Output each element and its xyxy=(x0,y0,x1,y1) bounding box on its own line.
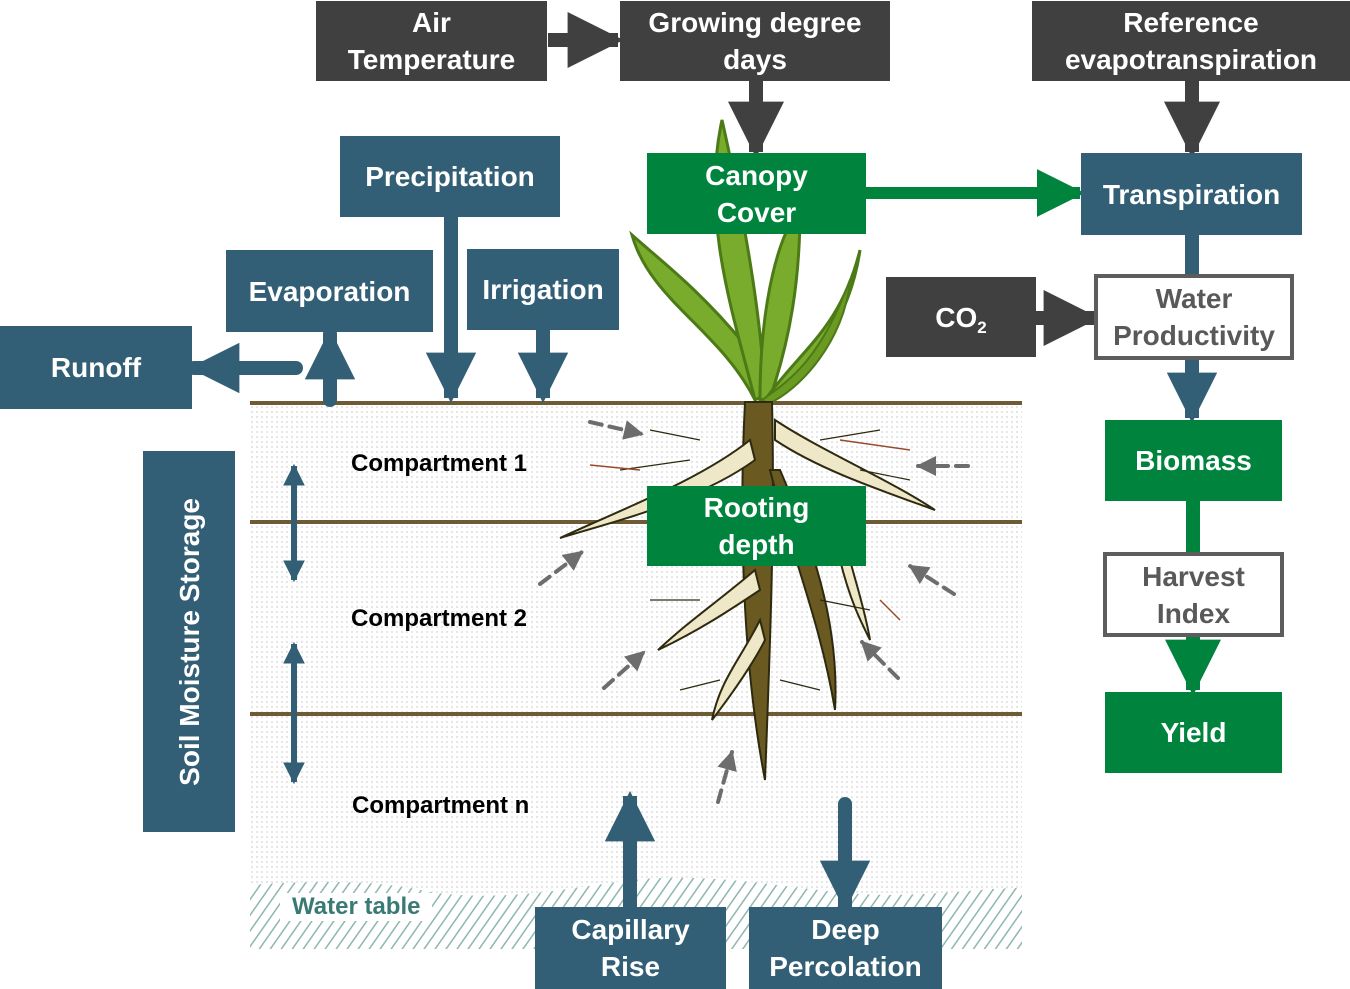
transpiration-box: Transpiration xyxy=(1081,153,1302,235)
co2-subscript: 2 xyxy=(977,317,987,337)
uptake-arrow xyxy=(602,650,646,690)
uptake-arrow xyxy=(860,640,900,680)
deep-percolation-box: Deep Percolation xyxy=(749,907,942,989)
water-table-label: Water table xyxy=(280,893,433,921)
uptake-arrow xyxy=(588,420,644,440)
soil-moisture-storage-label: Soil Moisture Storage xyxy=(173,497,205,786)
water-productivity-box: Water Productivity xyxy=(1094,274,1294,360)
precipitation-box: Precipitation xyxy=(340,136,560,217)
yield-box: Yield xyxy=(1105,692,1282,773)
capillary-rise-box: Capillary Rise xyxy=(535,907,726,989)
soil-moisture-storage-box: Soil Moisture Storage xyxy=(143,451,235,832)
uptake-arrow xyxy=(716,750,737,804)
runoff-box: Runoff xyxy=(0,326,192,409)
compartment-1-label: Compartment 1 xyxy=(351,450,528,477)
air-temperature-box: Air Temperature xyxy=(316,1,547,81)
uptake-arrow xyxy=(908,564,956,596)
rooting-depth-box: Rooting depth xyxy=(647,486,866,566)
canopy-cover-box: Canopy Cover xyxy=(647,153,866,234)
co2-label: CO2 xyxy=(935,299,986,336)
compartment-2-label: Compartment 2 xyxy=(351,605,528,632)
harvest-index-box: Harvest Index xyxy=(1103,552,1284,637)
root-uptake-arrows xyxy=(538,420,970,804)
uptake-arrow xyxy=(538,550,584,586)
co2-box: CO2 xyxy=(886,277,1036,357)
co2-text: CO xyxy=(935,301,978,333)
compartment-n-label: Compartment n xyxy=(352,792,530,819)
irrigation-box: Irrigation xyxy=(467,249,619,330)
growing-degree-days-box: Growing degree days xyxy=(620,1,890,81)
evaporation-box: Evaporation xyxy=(226,250,433,332)
reference-evapotranspiration-box: Reference evapotranspiration xyxy=(1032,1,1350,81)
biomass-box: Biomass xyxy=(1105,420,1282,501)
